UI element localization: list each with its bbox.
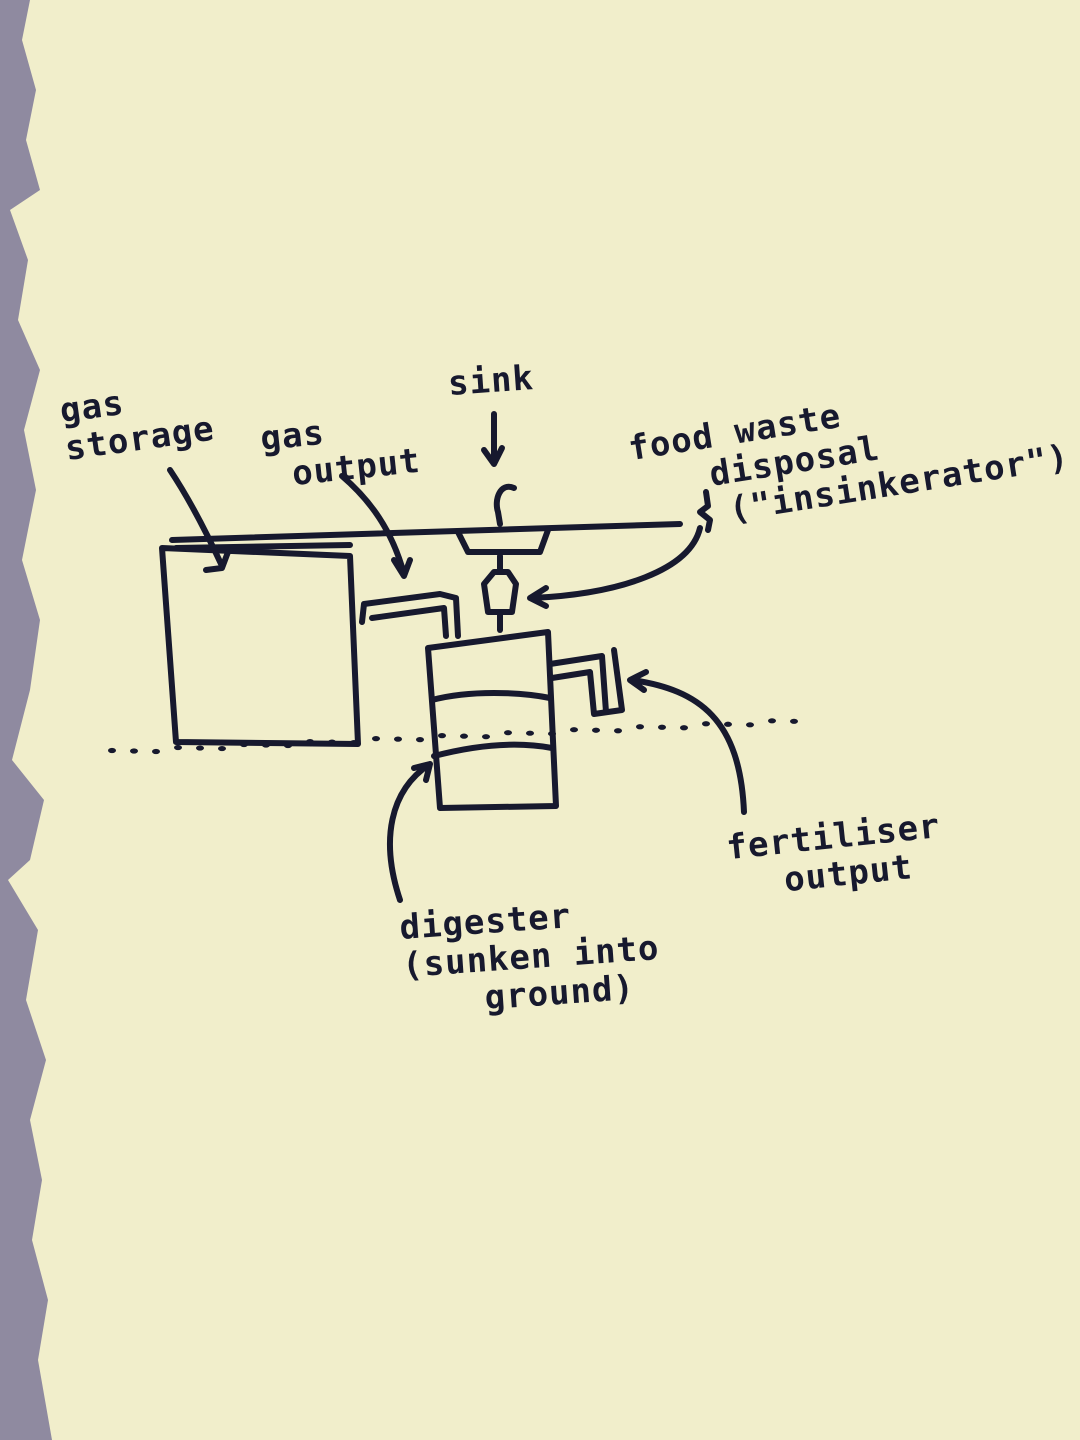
ground-dot — [328, 740, 336, 745]
ground-dot — [240, 742, 248, 747]
ground-dot — [130, 748, 138, 753]
ground-dot — [526, 731, 534, 736]
ground-dot — [372, 736, 380, 741]
ground-dot — [746, 722, 754, 727]
ground-dot — [438, 733, 446, 738]
ground-dot — [196, 745, 204, 750]
ground-dot — [724, 722, 732, 727]
ground-dot — [548, 731, 556, 736]
ground-dot — [262, 742, 270, 747]
ground-dot — [482, 734, 490, 739]
label-digester: digester (sunken into ground) — [398, 891, 663, 1023]
ground-dot — [570, 727, 578, 732]
ground-dot — [636, 724, 644, 729]
ground-dot — [592, 728, 600, 733]
ground-dot — [460, 734, 468, 739]
ground-dot — [614, 728, 622, 733]
ground-dot — [394, 737, 402, 742]
ground-dot — [702, 721, 710, 726]
paper-sheet — [8, 0, 1080, 1440]
ground-dot — [768, 718, 776, 723]
ground-dot — [284, 743, 292, 748]
ground-dot — [108, 748, 116, 753]
ground-dot — [790, 719, 798, 724]
label-sink: sink — [447, 359, 535, 403]
ground-dot — [504, 730, 512, 735]
label-gas-output: gas output — [258, 404, 422, 496]
ground-dot — [152, 749, 160, 754]
ground-dot — [658, 725, 666, 730]
label-sink-text: sink — [447, 359, 535, 403]
ground-dot — [174, 745, 182, 750]
ground-dot — [306, 739, 314, 744]
ground-dot — [680, 725, 688, 730]
ground-dot — [416, 737, 424, 742]
ground-dot — [350, 740, 358, 745]
ground-dot — [218, 746, 226, 751]
